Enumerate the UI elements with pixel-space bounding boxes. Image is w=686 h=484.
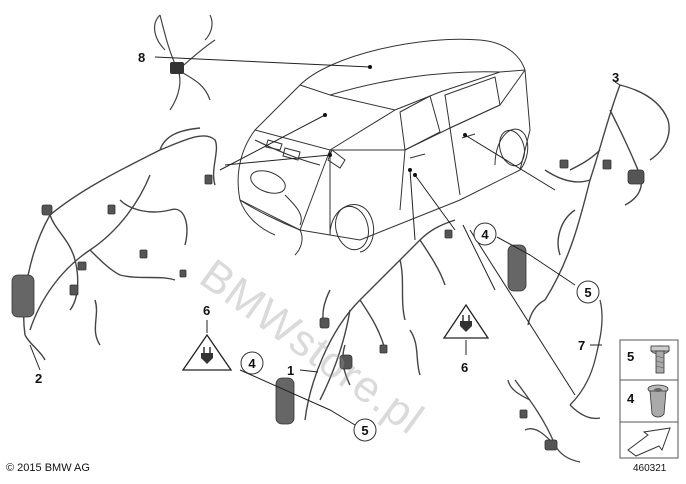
harness-rear-door (507, 299, 603, 463)
callout-1: 1 (287, 363, 294, 378)
callout-5a-circle: 5 (353, 418, 377, 442)
harness-left-door (23, 127, 218, 361)
callout-8: 8 (138, 50, 145, 65)
legend-item-5: 5 (627, 349, 634, 364)
harness-front-door-connectors (275, 229, 453, 425)
harness-rear-door-connectors (519, 409, 558, 451)
callout-4b: 4 (481, 227, 489, 242)
legend-item-4: 4 (627, 391, 635, 406)
arrow-icon (627, 427, 671, 457)
bolt-icon (650, 345, 670, 374)
leader-lines (29, 56, 621, 426)
callout-3: 3 (612, 70, 619, 85)
callout-7: 7 (578, 338, 585, 353)
car-outline (237, 38, 531, 256)
harness-roof-connector (170, 62, 184, 74)
callout-5b: 5 (584, 285, 591, 300)
harness-right-door-connectors (507, 159, 645, 292)
callout-2: 2 (35, 371, 42, 386)
callout-4b-circle: 4 (473, 222, 497, 246)
callout-6a: 6 (203, 303, 210, 318)
callout-4a: 4 (248, 356, 256, 371)
leader-dots (323, 65, 467, 177)
callout-5b-circle: 5 (576, 280, 600, 304)
callout-4a-circle: 4 (240, 351, 264, 375)
rivet-nut-icon (647, 384, 669, 418)
callout-6b: 6 (461, 360, 468, 375)
warning-triangle-right-icon (442, 303, 490, 355)
harness-left-door-connectors (11, 174, 213, 318)
harness-roof (153, 14, 216, 111)
warning-triangle-left-icon (181, 320, 233, 371)
copyright-text: © 2015 BMW AG (6, 462, 90, 474)
callout-5a: 5 (361, 423, 368, 438)
reference-number: 460321 (633, 463, 667, 474)
